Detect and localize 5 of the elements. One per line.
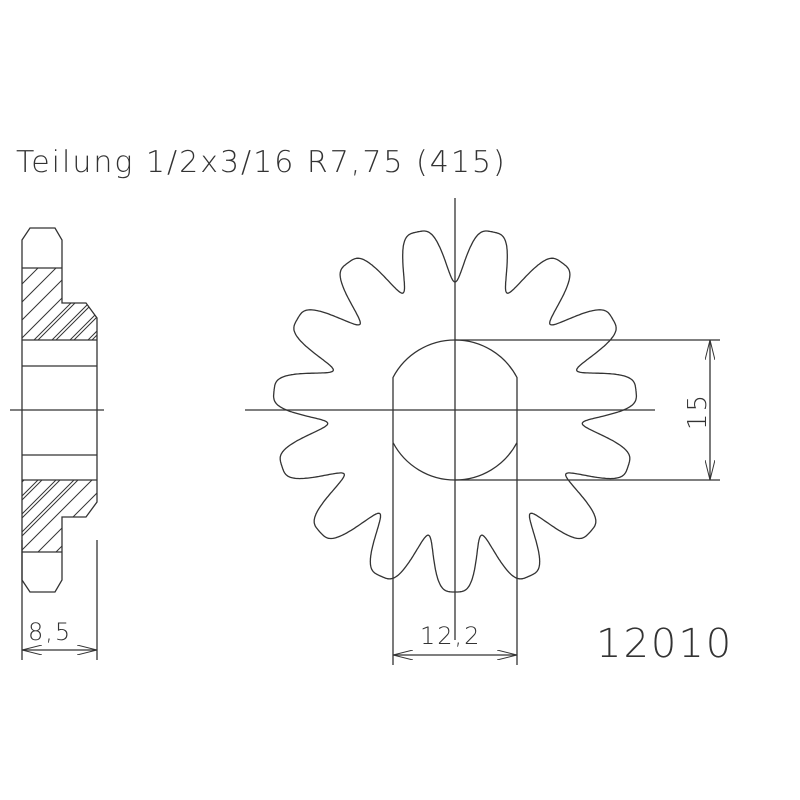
part-number: 12010 <box>596 624 734 664</box>
title: Teilung 1/2x3/16 R7,75 (415) <box>16 148 507 178</box>
dimension-label: 12,2 <box>420 624 482 648</box>
dimension-label: 8,5 <box>28 620 72 644</box>
dimension-label: 15 <box>685 393 711 430</box>
